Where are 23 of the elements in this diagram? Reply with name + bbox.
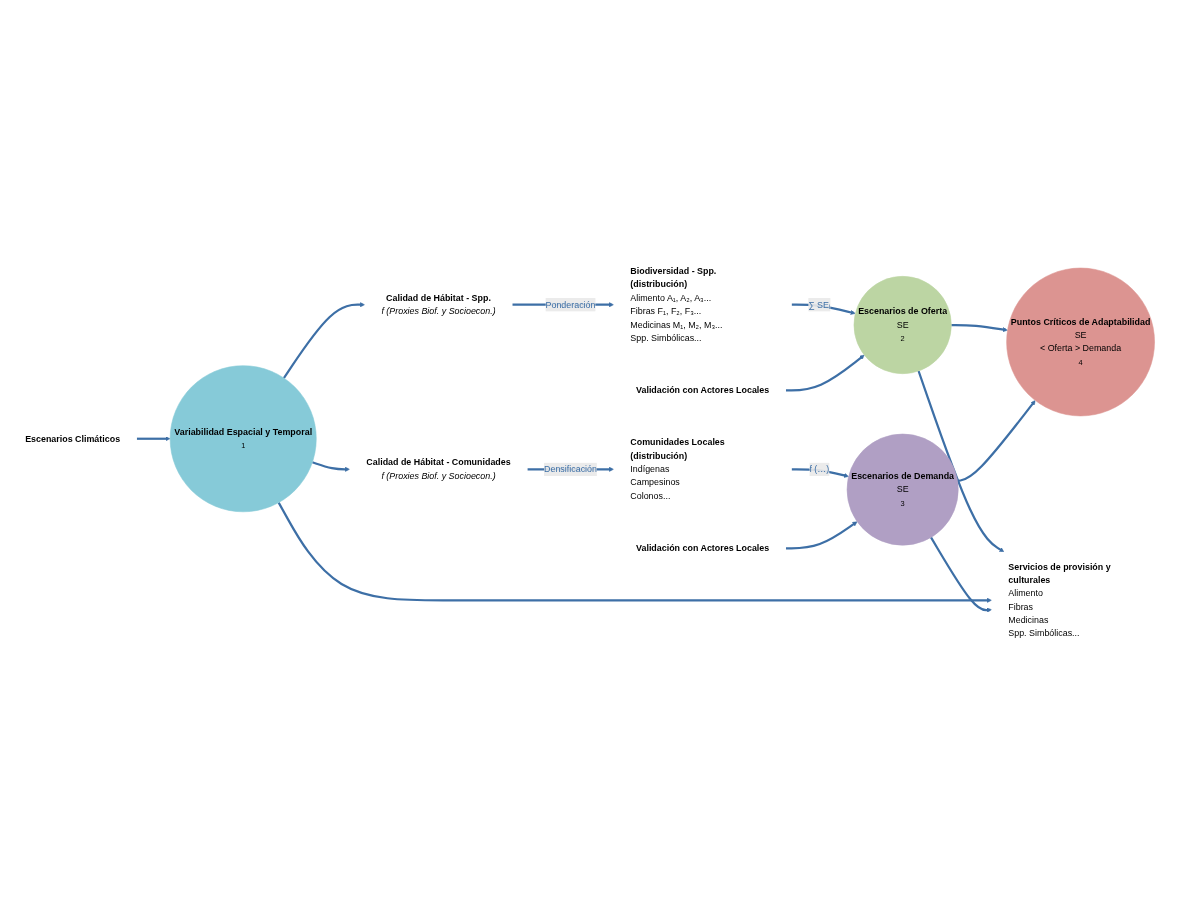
edge-label: Ponderación — [545, 299, 596, 310]
edge-label: f (…) — [809, 464, 830, 474]
arrow — [136, 436, 171, 442]
node-text: Servicios de provisión y culturales Alimento Fibras Medicinas Spp. Simbólicas... — [1008, 561, 1111, 639]
edge-label: Densificación — [544, 464, 597, 474]
arrow — [957, 400, 1036, 483]
arrow — [917, 370, 1005, 553]
arrow — [785, 521, 858, 550]
node-text: Validación con Actores Locales — [636, 543, 770, 553]
node-text: Escenarios Climáticos — [25, 433, 121, 444]
node-text: Validación con Actores Locales — [636, 385, 770, 395]
node-text: Comunidades Locales (distribución) Indígenas Campesinos Colonos... — [630, 437, 725, 501]
node-text: Calidad de Hábitat - Spp. f (Proxies Biof. y Socioecon.) — [381, 293, 496, 316]
edge-label: ∑ SEᵢ — [808, 299, 831, 310]
arrow — [312, 461, 350, 472]
arrow — [785, 354, 865, 392]
node-text: Biodiversidad - Spp. (distribución) Alimento A₁, A₂, A₃... Fibras F₁, F₂, F₃... Medicinas M₁, M₂, M₃... Spp. Simbólicas... — [630, 266, 723, 343]
arrow — [277, 502, 992, 603]
arrow — [791, 468, 849, 478]
node-text: Calidad de Hábitat - Comunidades f (Proxies Biof. y Socioecon.) — [366, 457, 511, 481]
arrow — [951, 323, 1008, 332]
arrow — [930, 536, 992, 613]
arrow — [282, 302, 365, 379]
